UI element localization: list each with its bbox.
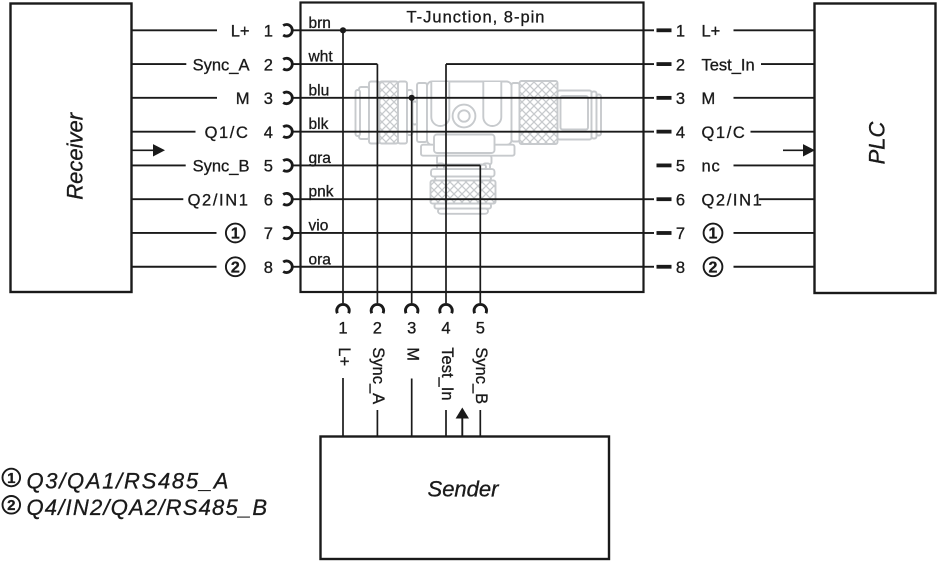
svg-text:1: 1 [7,470,15,487]
svg-text:L+: L+ [702,23,721,41]
svg-text:4: 4 [441,320,450,338]
svg-text:3: 3 [264,90,273,108]
svg-text:Test_In: Test_In [702,56,755,74]
svg-text:Q1/C: Q1/C [205,124,250,142]
svg-text:Q1/C: Q1/C [702,124,747,142]
svg-text:1: 1 [709,226,718,243]
svg-text:Receiver: Receiver [63,111,88,199]
svg-text:Q2/IN1: Q2/IN1 [188,191,250,209]
svg-text:Sync_B: Sync_B [472,347,490,404]
svg-text:Sync_B: Sync_B [193,158,250,176]
svg-text:blu: blu [309,82,330,99]
svg-text:pnk: pnk [309,184,334,201]
svg-text:7: 7 [264,225,273,243]
svg-text:8: 8 [676,259,685,277]
svg-text:ora: ora [309,251,332,268]
svg-text:4: 4 [264,124,273,142]
svg-text:5: 5 [264,158,273,176]
svg-text:T-Junction, 8-pin: T-Junction, 8-pin [407,9,546,27]
svg-text:6: 6 [264,191,273,209]
svg-text:Q3/QA1/RS485_A: Q3/QA1/RS485_A [27,469,231,494]
svg-text:1: 1 [338,320,347,338]
svg-text:blk: blk [309,116,329,133]
svg-text:2: 2 [231,260,240,277]
svg-text:2: 2 [676,56,685,74]
svg-text:L+: L+ [231,23,250,41]
svg-text:4: 4 [676,124,685,142]
svg-text:1: 1 [676,23,685,41]
svg-text:3: 3 [676,90,685,108]
svg-text:5: 5 [676,158,685,176]
svg-text:7: 7 [676,225,685,243]
svg-text:5: 5 [476,320,485,338]
svg-text:8: 8 [264,259,273,277]
svg-text:2: 2 [7,497,15,514]
svg-text:L+: L+ [335,347,353,366]
svg-text:6: 6 [676,191,685,209]
svg-text:M: M [702,90,716,108]
svg-text:M: M [236,90,250,108]
svg-text:PLC: PLC [865,121,890,164]
svg-text:Sync_A: Sync_A [193,56,250,74]
svg-text:gra: gra [309,150,332,167]
svg-text:2: 2 [373,320,382,338]
svg-text:nc: nc [702,158,721,176]
svg-text:Q2/IN1: Q2/IN1 [702,191,764,209]
svg-text:1: 1 [264,23,273,41]
svg-text:Q4/IN2/QA2/RS485_B: Q4/IN2/QA2/RS485_B [27,495,269,520]
svg-text:Sync_A: Sync_A [369,347,387,404]
svg-text:Test_In: Test_In [438,347,456,400]
svg-text:1: 1 [231,226,240,243]
svg-text:M: M [404,347,422,361]
svg-text:3: 3 [407,320,416,338]
svg-text:2: 2 [709,260,718,277]
svg-text:Sender: Sender [428,477,501,502]
svg-text:wht: wht [308,49,334,66]
svg-text:2: 2 [264,56,273,74]
svg-text:brn: brn [309,15,331,32]
svg-text:vio: vio [309,217,329,234]
